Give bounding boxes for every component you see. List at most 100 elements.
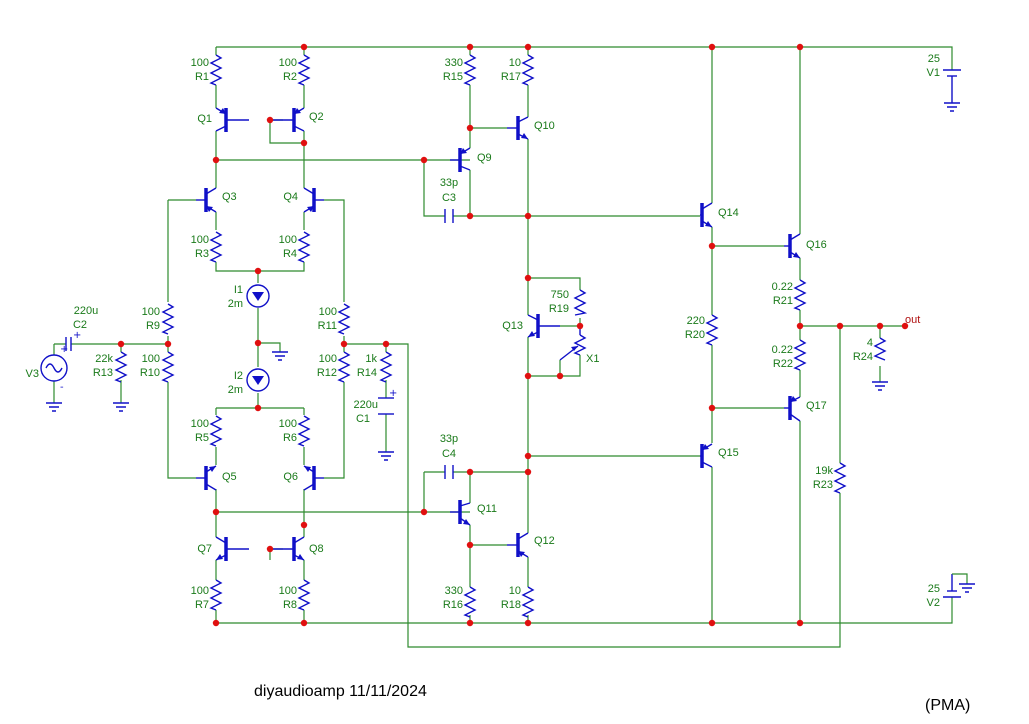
transistor-Q5 bbox=[196, 465, 217, 491]
svg-text:+: + bbox=[389, 388, 397, 399]
ground-icon bbox=[272, 351, 288, 361]
r4-value: 100 bbox=[279, 234, 297, 246]
ground-icon bbox=[113, 402, 129, 412]
transistor-Q9 bbox=[450, 147, 471, 172]
resistor-R14 bbox=[379, 351, 393, 383]
transistor-Q13 bbox=[527, 314, 560, 338]
r19-ref: R19 bbox=[549, 303, 569, 315]
c4-ref: C4 bbox=[442, 448, 456, 460]
r15-value: 330 bbox=[445, 57, 463, 69]
resistor-R11 bbox=[337, 303, 351, 335]
svg-text:+: + bbox=[60, 344, 68, 355]
r10-value: 100 bbox=[142, 353, 160, 365]
resistor-R7 bbox=[209, 579, 223, 611]
transistors bbox=[196, 107, 801, 561]
r5-value: 100 bbox=[191, 418, 209, 430]
r7-ref: R7 bbox=[195, 599, 209, 611]
c1-value: 220u bbox=[354, 399, 378, 411]
r17-ref: R17 bbox=[501, 71, 521, 83]
wires bbox=[53, 46, 953, 648]
capacitor-C3 bbox=[444, 209, 454, 223]
q13-ref: Q13 bbox=[502, 320, 523, 332]
i1-value: 2m bbox=[228, 298, 243, 310]
r6-ref: R6 bbox=[283, 432, 297, 444]
current-source-I2 bbox=[246, 368, 270, 392]
ground-icon bbox=[872, 381, 888, 391]
r16-value: 330 bbox=[445, 585, 463, 597]
q7-ref: Q7 bbox=[197, 543, 212, 555]
c1-ref: C1 bbox=[356, 413, 370, 425]
r4-ref: R4 bbox=[283, 248, 297, 260]
r9-ref: R9 bbox=[146, 320, 160, 332]
transistor-Q7 bbox=[215, 536, 249, 561]
v1-value: 25 bbox=[928, 53, 940, 65]
resistor-R23 bbox=[833, 462, 847, 494]
resistor-R10 bbox=[161, 351, 175, 383]
ground-icon bbox=[944, 102, 960, 112]
r13-ref: R13 bbox=[93, 367, 113, 379]
transistor-Q10 bbox=[507, 116, 529, 140]
r8-ref: R8 bbox=[283, 599, 297, 611]
resistor-R8 bbox=[297, 579, 311, 611]
svg-text:+: + bbox=[73, 330, 81, 341]
resistor-R19 bbox=[573, 289, 588, 316]
r18-value: 10 bbox=[509, 585, 521, 597]
transistor-Q15 bbox=[700, 443, 713, 468]
junction-dots bbox=[117, 43, 909, 627]
component-labels: 100 R1 100 R2 Q1 Q2 Q3 Q4 100 R3 100 R4 … bbox=[26, 53, 940, 611]
svg-text:-: - bbox=[60, 382, 64, 393]
v1-ref: V1 bbox=[927, 67, 940, 79]
r12-value: 100 bbox=[319, 353, 337, 365]
r23-ref: R23 bbox=[813, 479, 833, 491]
r3-value: 100 bbox=[191, 234, 209, 246]
q12-ref: Q12 bbox=[534, 535, 555, 547]
r15-ref: R15 bbox=[443, 71, 463, 83]
q5-ref: Q5 bbox=[222, 471, 237, 483]
q6-ref: Q6 bbox=[283, 471, 298, 483]
r9-value: 100 bbox=[142, 306, 160, 318]
resistor-R9 bbox=[161, 303, 175, 335]
resistor-R1 bbox=[209, 54, 223, 86]
transistor-Q6 bbox=[303, 465, 324, 491]
resistor-R5 bbox=[209, 415, 223, 447]
voltage-sources: + - bbox=[40, 69, 968, 598]
r1-value: 100 bbox=[191, 57, 209, 69]
transistor-Q1 bbox=[215, 107, 249, 132]
resistor-R3 bbox=[209, 231, 223, 263]
resistor-R2 bbox=[297, 54, 311, 86]
q16-ref: Q16 bbox=[806, 239, 827, 251]
r10-ref: R10 bbox=[140, 367, 160, 379]
r12-ref: R12 bbox=[317, 367, 337, 379]
c3-value: 33p bbox=[440, 177, 458, 189]
resistor-R15 bbox=[463, 54, 477, 86]
r8-value: 100 bbox=[279, 585, 297, 597]
c2-ref: C2 bbox=[73, 319, 87, 331]
r3-ref: R3 bbox=[195, 248, 209, 260]
capacitor-C2: + bbox=[65, 330, 81, 351]
capacitor-C1: + bbox=[378, 388, 397, 415]
q11-ref: Q11 bbox=[477, 503, 497, 515]
ac-source-V3: + - bbox=[40, 344, 68, 393]
r23-value: 19k bbox=[815, 465, 833, 477]
resistor-R17 bbox=[521, 54, 535, 86]
ground-icon bbox=[378, 451, 394, 461]
q10-ref: Q10 bbox=[534, 120, 555, 132]
resistor-R4 bbox=[297, 231, 311, 263]
out-net-label: out bbox=[905, 314, 920, 326]
transistor-Q14 bbox=[700, 202, 713, 228]
transistor-Q12 bbox=[507, 532, 529, 558]
c4-value: 33p bbox=[440, 433, 458, 445]
r22-value: 0.22 bbox=[772, 344, 793, 356]
r13-value: 22k bbox=[95, 353, 113, 365]
r2-value: 100 bbox=[279, 57, 297, 69]
resistor-R21 bbox=[793, 279, 807, 311]
resistor-R18 bbox=[521, 586, 535, 618]
current-source-I1 bbox=[246, 284, 270, 308]
resistor-R12 bbox=[337, 351, 351, 383]
transistor-Q17 bbox=[784, 396, 801, 422]
q9-ref: Q9 bbox=[477, 152, 492, 164]
r6-value: 100 bbox=[279, 418, 297, 430]
r19-value: 750 bbox=[551, 289, 569, 301]
resistor-R13 bbox=[114, 351, 128, 383]
